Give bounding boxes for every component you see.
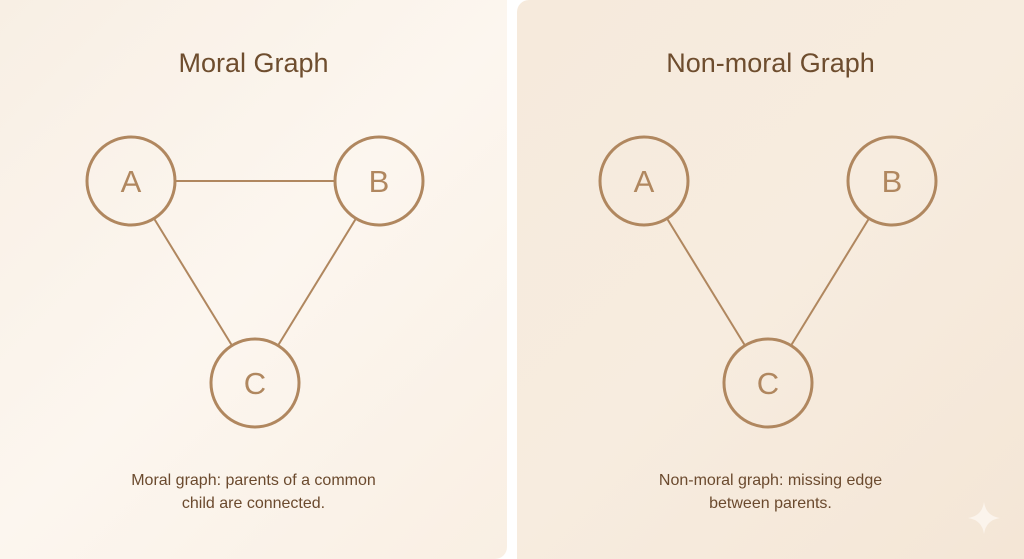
- caption-line: Non-moral graph: missing edge: [658, 472, 883, 489]
- node-b: [846, 135, 938, 227]
- edge-a-c: [153, 217, 233, 347]
- edge-a-c: [666, 217, 746, 347]
- caption-line: between parents.: [709, 495, 832, 512]
- node-label: C: [244, 366, 266, 401]
- non-moral-graph-panel: Non-moral Graph A B C Non-moral graph: mis…: [517, 0, 1024, 559]
- node-b: [333, 135, 425, 227]
- graph-diagram: A B C: [85, 135, 425, 429]
- node-label: B: [882, 164, 903, 199]
- caption-line: Moral graph: parents of a common: [131, 472, 376, 489]
- node-label: B: [369, 164, 390, 199]
- sparkle-icon: [968, 502, 1000, 534]
- panel-caption: Non-moral graph: missing edge between pa…: [517, 469, 1024, 515]
- edge-b-c: [790, 217, 870, 347]
- panel-title: Moral Graph: [178, 48, 329, 78]
- node-c: [209, 337, 301, 429]
- caption-line: child are connected.: [181, 495, 326, 512]
- moral-graph-panel: Moral Graph A B C Moral graph: parents of …: [0, 0, 507, 559]
- node-label: C: [757, 366, 779, 401]
- node-c: [722, 337, 814, 429]
- node-a: [598, 135, 690, 227]
- node-label: A: [121, 164, 142, 199]
- panel-title: Non-moral Graph: [666, 48, 875, 78]
- graph-diagram: A B C: [598, 135, 938, 429]
- node-label: A: [634, 164, 655, 199]
- node-a: [85, 135, 177, 227]
- panel-caption: Moral graph: parents of a common child a…: [0, 469, 507, 515]
- edge-b-c: [277, 217, 357, 347]
